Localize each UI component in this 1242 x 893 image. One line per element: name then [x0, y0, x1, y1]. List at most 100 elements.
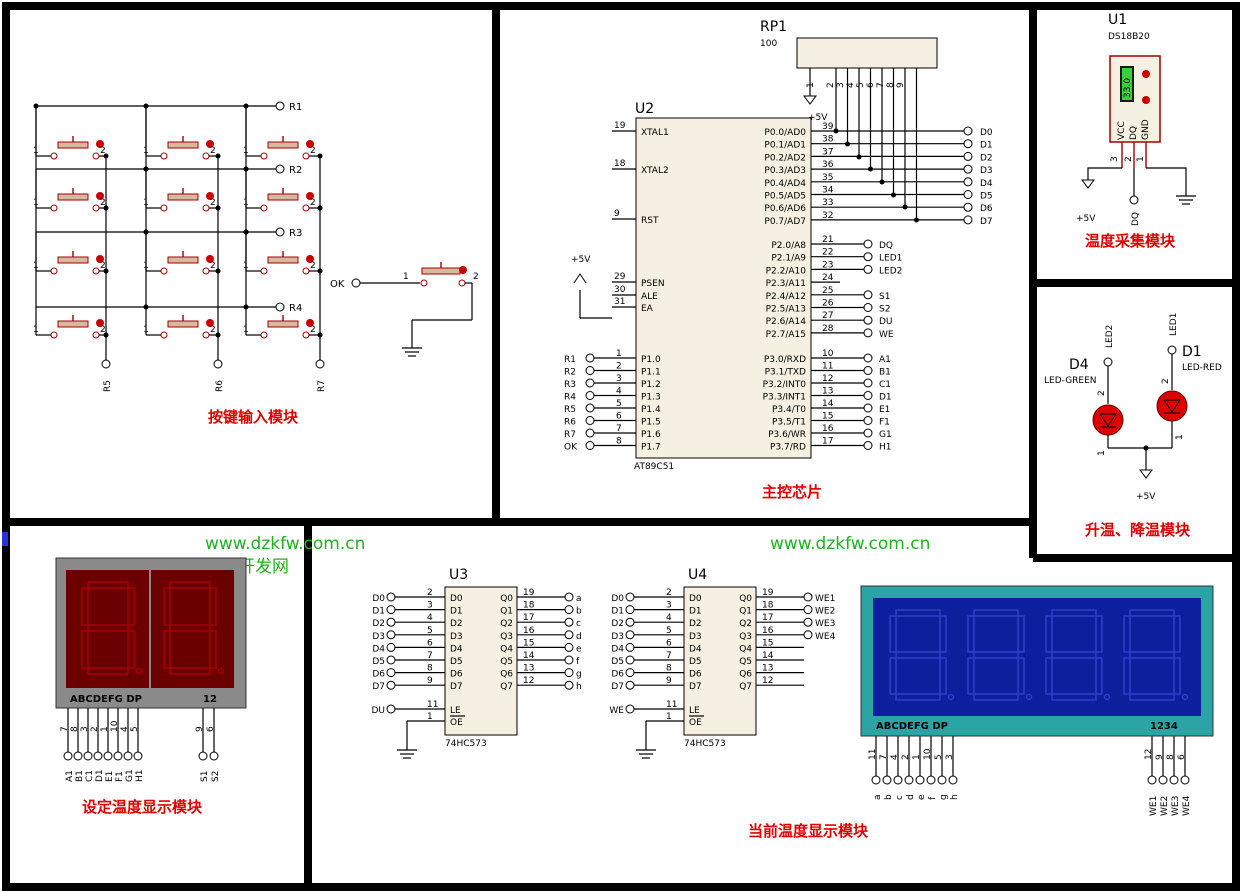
pin-number: 33 [822, 198, 833, 208]
pin-label: 2 [100, 261, 106, 271]
pin-number: 13 [762, 664, 773, 674]
net-label: d [906, 794, 916, 800]
set-seg-label: ABCDEFG DP [70, 694, 142, 705]
rp1-pin-number: 1 [806, 82, 816, 88]
pin-number: 35 [822, 173, 833, 183]
pin-name: Q1 [739, 607, 752, 617]
set-digit-label: 12 [203, 694, 217, 705]
pin-name: P0.5/AD5 [764, 192, 806, 202]
keypad-button [57, 193, 89, 201]
sensor-pin-dq: DQ [1129, 126, 1139, 140]
col-label: R6 [215, 380, 225, 392]
mcu-ref: U2 [635, 101, 654, 117]
pin-number: 6 [1177, 754, 1187, 760]
pin-name: P3.1/TXD [765, 368, 806, 378]
pin-name: Q3 [739, 632, 752, 642]
net-label: e [917, 794, 927, 800]
pin-number: 19 [762, 588, 774, 598]
latch-ref: U4 [688, 567, 707, 583]
pin-name: D5 [450, 657, 463, 667]
keypad-button [57, 141, 89, 149]
pin-name: P3.2/INT0 [763, 380, 807, 390]
sensor-ref: U1 [1108, 12, 1127, 28]
keypad-button [167, 141, 199, 149]
net-label: C1 [85, 770, 95, 782]
pin-number: 12 [523, 676, 534, 686]
led-d4-ref: D4 [1069, 357, 1089, 373]
row-label: R2 [289, 165, 302, 176]
pin-name: Q0 [500, 594, 513, 604]
pin-name: OE [450, 718, 463, 728]
rp1-pin-number: 2 [826, 82, 836, 88]
sensor-reading: 33.0 [1123, 78, 1133, 98]
pin-name: P2.0/A8 [771, 241, 806, 251]
net-label: F1 [115, 771, 125, 782]
pin-name: P3.5/T1 [772, 418, 806, 428]
module-title-leds: 升温、降温模块 [1085, 521, 1191, 539]
net-label: B1 [879, 368, 891, 378]
latch-part: 74HC573 [445, 739, 487, 749]
pin-name: D5 [689, 657, 702, 667]
pin-label: 2 [310, 146, 316, 156]
pin-number: 19 [614, 121, 626, 131]
pin-number: 21 [822, 235, 833, 245]
net-label: OK [564, 443, 578, 453]
pin-name: D7 [689, 682, 702, 692]
pin-name: Q5 [500, 657, 513, 667]
pin-number: 10 [822, 349, 834, 359]
pin-number: 5 [934, 754, 944, 760]
net-label: R4 [564, 393, 576, 403]
pin-number: 39 [822, 122, 834, 132]
pin-name: P0.2/AD2 [764, 153, 806, 163]
led-pin: 2 [1161, 378, 1171, 384]
net-label: WE3 [1171, 796, 1181, 816]
pin-name: D3 [450, 632, 463, 642]
net-label: LED1 [879, 254, 902, 264]
net-label: a [576, 594, 582, 604]
net-label: G1 [125, 769, 135, 782]
net-label: A1 [879, 355, 891, 365]
pin-number: 11 [666, 700, 677, 710]
keypad-button [267, 320, 299, 328]
pin-number: 6 [666, 638, 672, 648]
net-label: E1 [879, 405, 890, 415]
pin-number: 3 [616, 374, 622, 384]
pin-name: Q1 [500, 607, 513, 617]
net-label: D6 [372, 670, 385, 680]
digit-segment [967, 609, 1033, 701]
net-label: c [895, 795, 905, 800]
net-label: G1 [879, 430, 892, 440]
net-label: S1 [879, 292, 890, 302]
pin-number: 9 [666, 676, 672, 686]
pin-number: 4 [616, 387, 622, 397]
rp1-pin-number: 9 [896, 82, 906, 88]
row-label: R3 [289, 228, 302, 239]
pin-number: 4 [890, 754, 900, 760]
net-label: e [576, 644, 582, 654]
net-label: R1 [564, 355, 576, 365]
pin-name: OE [689, 718, 702, 728]
sensor-part: DS18B20 [1108, 32, 1150, 42]
pin-number: 8 [427, 664, 433, 674]
pin-name: P1.4 [641, 405, 661, 415]
net-label: LED2 [879, 266, 902, 276]
net-label: WE1 [815, 594, 835, 604]
pin-name: XTAL2 [641, 166, 669, 176]
net-label: D2 [372, 619, 385, 629]
pin-number: 22 [822, 248, 833, 258]
digit-segment [1123, 609, 1189, 701]
pin-name: P1.6 [641, 430, 661, 440]
pin-name: P0.6/AD6 [764, 204, 806, 214]
digit-segment [889, 609, 955, 701]
net-label: c [576, 619, 581, 629]
pin-number: 5 [427, 626, 433, 636]
keypad-button [167, 193, 199, 201]
pin-number: 17 [822, 437, 833, 447]
net-label: S1 [200, 771, 210, 782]
pin-name: P0.0/AD0 [764, 128, 806, 138]
pin-label: 2 [310, 198, 316, 208]
led-pin: 1 [1097, 450, 1107, 456]
module-title-cur-display: 当前温度显示模块 [748, 822, 869, 840]
sensor-pin-vcc: VCC [1117, 121, 1127, 140]
pin-number: 15 [822, 412, 833, 422]
